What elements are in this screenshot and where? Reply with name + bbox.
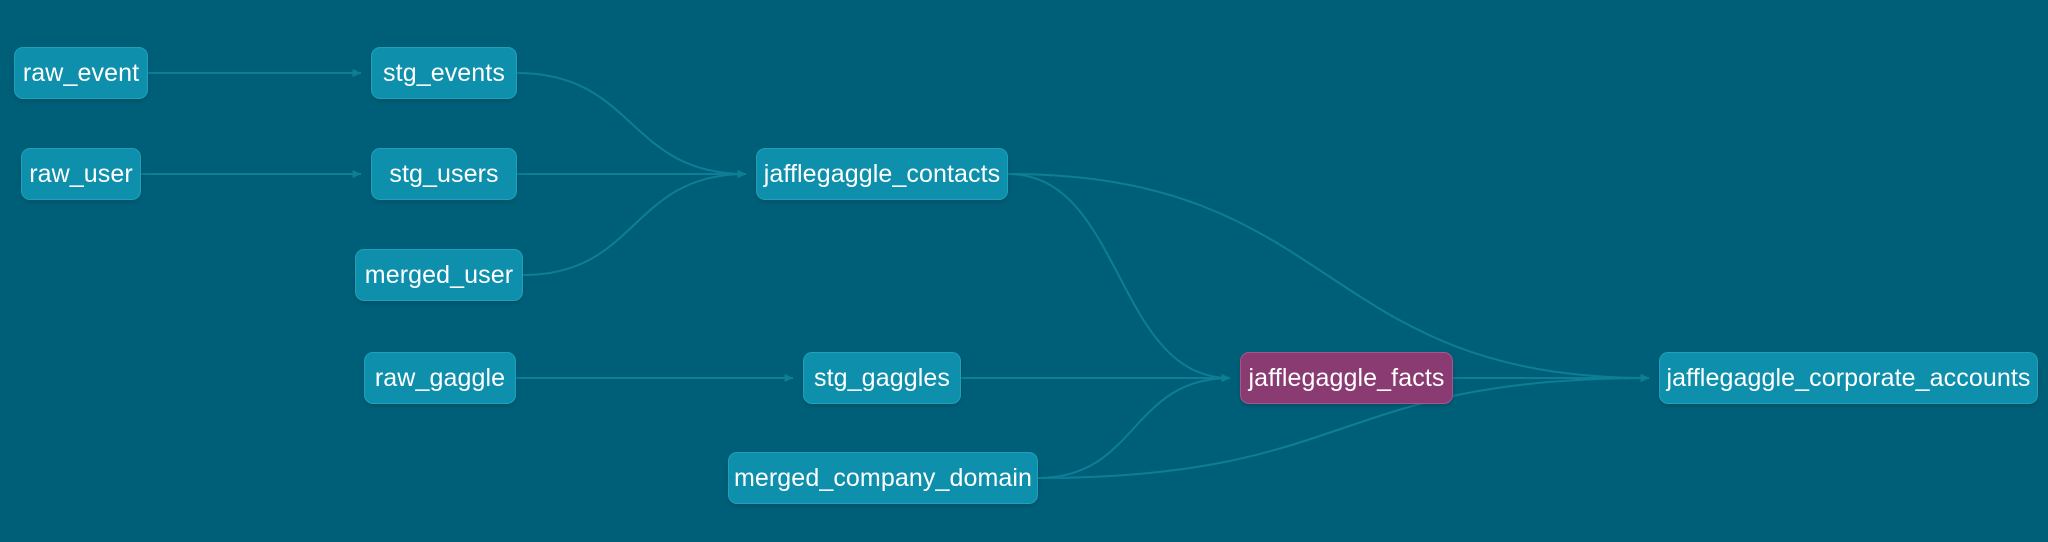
- graph-node-label: raw_event: [22, 58, 140, 87]
- graph-node-label: raw_gaggle: [374, 363, 506, 392]
- graph-node-jafflegaggle_facts[interactable]: jafflegaggle_facts: [1240, 352, 1453, 404]
- graph-node-merged_user[interactable]: merged_user: [355, 249, 523, 301]
- graph-node-label: merged_company_domain: [733, 463, 1033, 492]
- graph-node-jafflegaggle_corporate_accounts[interactable]: jafflegaggle_corporate_accounts: [1659, 352, 2038, 404]
- graph-node-label: stg_users: [389, 159, 499, 188]
- graph-node-raw_gaggle[interactable]: raw_gaggle: [364, 352, 516, 404]
- graph-node-label: jafflegaggle_corporate_accounts: [1666, 363, 2031, 392]
- graph-node-raw_event[interactable]: raw_event: [14, 47, 148, 99]
- graph-node-stg_events[interactable]: stg_events: [371, 47, 517, 99]
- graph-node-label: stg_events: [383, 58, 505, 87]
- graph-node-stg_users[interactable]: stg_users: [371, 148, 517, 200]
- graph-node-stg_gaggles[interactable]: stg_gaggles: [803, 352, 961, 404]
- graph-node-merged_company_domain[interactable]: merged_company_domain: [728, 452, 1038, 504]
- graph-node-jafflegaggle_contacts[interactable]: jafflegaggle_contacts: [756, 148, 1008, 200]
- graph-node-label: raw_user: [29, 159, 133, 188]
- graph-node-label: jafflegaggle_facts: [1248, 363, 1445, 392]
- graph-node-raw_user[interactable]: raw_user: [21, 148, 141, 200]
- graph-node-label: stg_gaggles: [814, 363, 950, 392]
- graph-node-label: merged_user: [364, 260, 514, 289]
- graph-node-label: jafflegaggle_contacts: [763, 159, 1001, 188]
